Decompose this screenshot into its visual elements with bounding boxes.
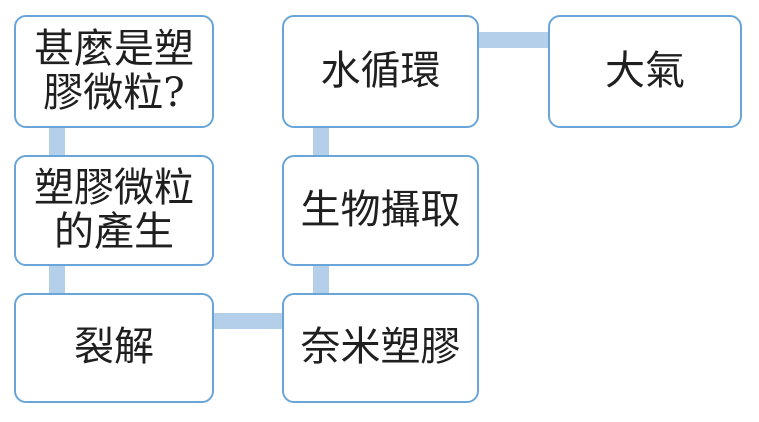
connector-biological-uptake-to-nanoplastics: [313, 258, 329, 300]
node-atmosphere: 大氣: [548, 15, 742, 128]
node-label-line: 甚麼是塑: [34, 26, 194, 73]
node-label-line: 膠微粒?: [43, 69, 185, 116]
connector-water-cycle-to-atmosphere: [470, 32, 556, 48]
node-fragmentation: 裂解: [14, 293, 214, 403]
node-label: 水循環: [320, 47, 441, 94]
node-biological-uptake: 生物攝取: [282, 155, 479, 266]
node-nanoplastics: 奈米塑膠: [282, 293, 479, 403]
connector-water-cycle-to-biological-uptake: [313, 120, 329, 162]
node-label: 大氣: [605, 47, 685, 94]
node-label: 奈米塑膠: [300, 324, 461, 371]
node-what-are-microplastics: 甚麼是塑 膠微粒?: [14, 15, 214, 128]
connector-fragmentation-to-nanoplastics: [206, 313, 290, 329]
connector-formation-to-fragmentation: [49, 258, 65, 300]
node-label-line: 塑膠微粒: [34, 165, 194, 212]
node-label: 裂解: [74, 324, 154, 371]
node-label: 生物攝取: [300, 186, 461, 233]
connector-what-are-microplastics-to-formation: [49, 120, 65, 162]
node-water-cycle: 水循環: [282, 15, 479, 128]
node-label-line: 的產生: [54, 208, 174, 255]
node-microplastics-formation: 塑膠微粒 的產生: [14, 155, 214, 266]
